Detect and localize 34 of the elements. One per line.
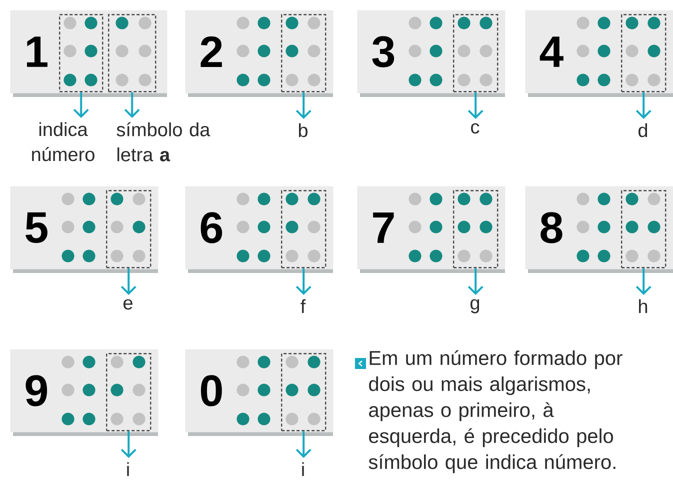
letter-label: i xyxy=(127,462,129,476)
dashed-box xyxy=(106,190,152,268)
arrow xyxy=(296,92,312,119)
arrow xyxy=(636,92,652,119)
dashed-box xyxy=(59,14,104,92)
arrow xyxy=(124,92,140,118)
arrow xyxy=(636,268,652,295)
letter-label: d xyxy=(638,123,648,138)
dashed-box xyxy=(281,353,326,432)
arrow xyxy=(468,268,484,295)
arrow xyxy=(73,92,89,118)
letter-label: h xyxy=(639,299,648,313)
letter-label: indica número xyxy=(32,122,94,162)
dashed-box xyxy=(106,353,152,432)
dashed-box xyxy=(621,14,666,92)
letter-label: i xyxy=(302,462,304,476)
dashed-box xyxy=(281,14,326,92)
arrow xyxy=(296,431,312,458)
letter-label: símbolo da letra a xyxy=(116,122,210,162)
arrow xyxy=(120,268,136,295)
letter-label: b xyxy=(298,123,308,138)
letter-label: e xyxy=(124,299,132,310)
arrow xyxy=(296,268,312,295)
letter-label: g xyxy=(470,299,480,314)
dashed-box xyxy=(453,14,498,92)
letter-label: c xyxy=(471,123,480,134)
dashed-box xyxy=(281,190,326,268)
arrow xyxy=(120,431,136,458)
note-text: Em um número formado por dois ou mais algarismos, apenas o primeiro, à esquerda, é precedido pelo símbolo que indica número. xyxy=(368,350,622,474)
dashed-box xyxy=(108,14,156,92)
letter-label: f xyxy=(300,299,306,313)
dashed-box xyxy=(621,190,666,268)
dashed-box xyxy=(453,190,498,268)
arrow xyxy=(468,92,484,119)
